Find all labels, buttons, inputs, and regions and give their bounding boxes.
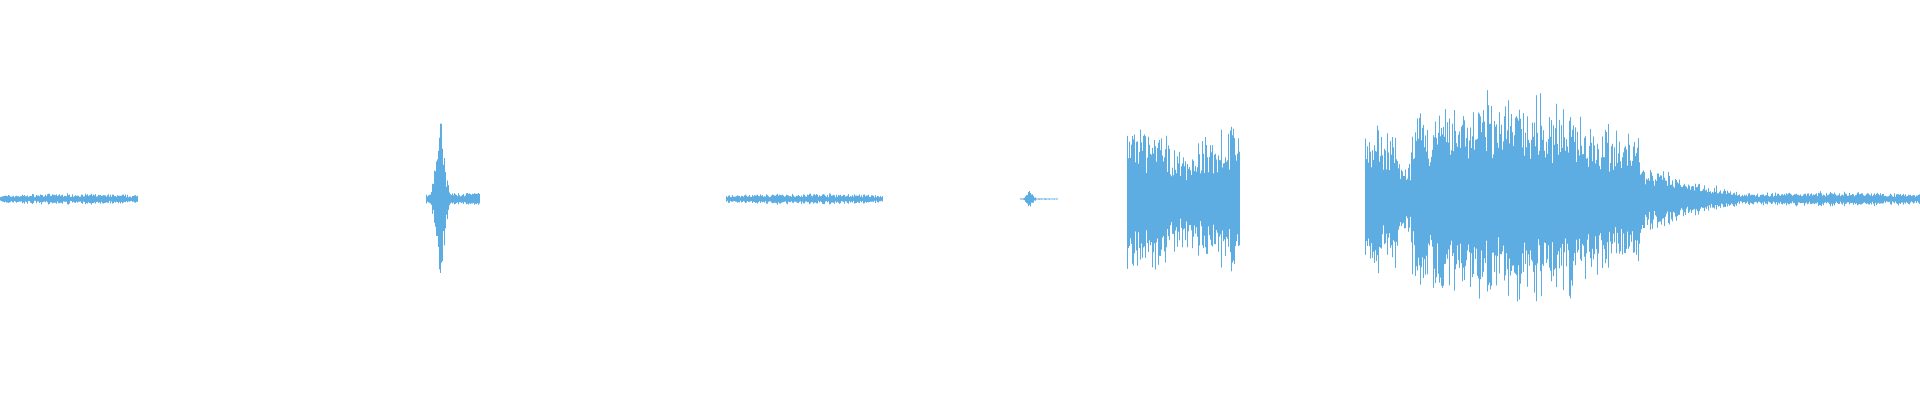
waveform-trace	[0, 90, 1920, 302]
waveform-channel	[0, 90, 1920, 302]
